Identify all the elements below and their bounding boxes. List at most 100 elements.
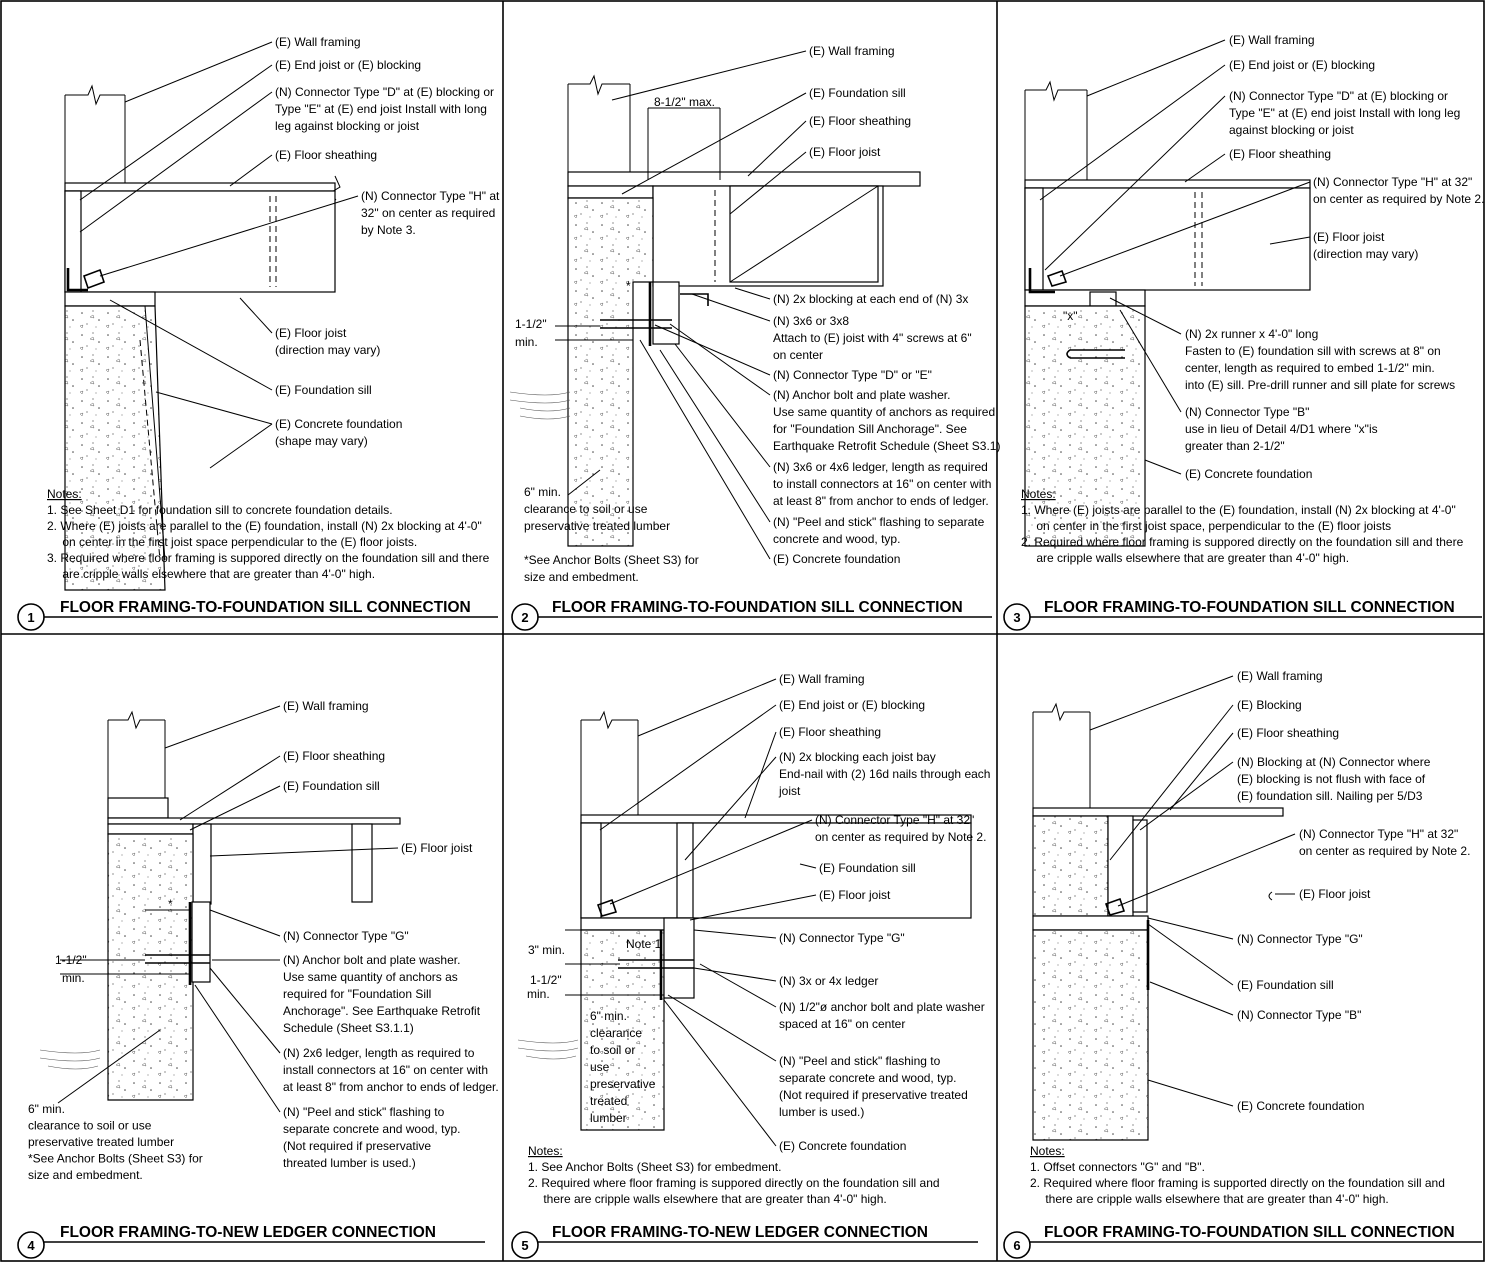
detail-4-leaders	[57, 705, 399, 1113]
text-line: clearance	[590, 1026, 642, 1040]
detail-3-notes: Notes:1. Where (E) joists are parallel t…	[1021, 487, 1464, 565]
text-line: on center as required by Note 2.	[1299, 844, 1470, 858]
callout-label: (E) Concrete foundation	[779, 1139, 906, 1153]
text-line: clearance to soil or use	[28, 1119, 152, 1133]
callout-label: (E) Floor joist	[1299, 887, 1371, 901]
callout-label: (N) 3x6 or 4x6 ledger, length as require…	[773, 460, 991, 508]
text-line: (E) blocking is not flush with face of	[1237, 772, 1426, 786]
text-line: (E) Floor sheathing	[275, 148, 377, 162]
text-line: on center in the first joist space perpe…	[47, 535, 417, 549]
text-line: (N) 3x6 or 3x8	[773, 314, 849, 328]
callout-label: (E) End joist or (E) blocking	[1229, 58, 1375, 72]
detail-4-side-notes: 6" min.clearance to soil or usepreservat…	[28, 1102, 203, 1182]
text-line: (E) Wall framing	[275, 35, 361, 49]
text-line: (E) Wall framing	[779, 672, 865, 686]
detail-5: Note 13" min.1-1/2"min. 6" min.clearance…	[511, 672, 990, 1259]
text-line: (E) End joist or (E) blocking	[779, 698, 925, 712]
text-line: are cripple walls elsewhere that are gre…	[1021, 551, 1349, 565]
detail-3-drawing	[1024, 80, 1311, 547]
text-line: 1. Offset connectors "G" and "B".	[1030, 1160, 1205, 1174]
text-line: on center as required by Note 2.	[815, 830, 986, 844]
text-line: (E) Blocking	[1237, 698, 1302, 712]
callout-label: (N) "Peel and stick" flashing to separat…	[773, 515, 985, 546]
callout-label: (E) End joist or (E) blocking	[779, 698, 925, 712]
text-line: against blocking or joist	[1229, 123, 1354, 137]
text-line: (E) Floor sheathing	[1237, 726, 1339, 740]
text-line: 2. Where (E) joists are parallel to the …	[47, 519, 482, 533]
text-line: Note 1	[626, 937, 662, 951]
text-line: (E) Floor sheathing	[283, 749, 385, 763]
notes-heading: Notes:	[1021, 487, 1056, 501]
text-line: 3. Required where floor framing is suppo…	[47, 551, 490, 565]
text-line: Type "E" at (E) end joist Install with l…	[1229, 106, 1460, 120]
callout-label: (E) Concrete foundation	[773, 552, 900, 566]
text-line: center, length as required to embed 1-1/…	[1185, 361, 1435, 375]
text-line: (E) Floor joist	[809, 145, 881, 159]
text-line: to soil or	[590, 1043, 635, 1057]
callout-label: (N) 3x or 4x ledger	[779, 974, 878, 988]
callout-label: (N) Connector Type "B"use in lieu of Det…	[1185, 405, 1378, 453]
text-line: separate concrete and wood, typ.	[283, 1122, 460, 1136]
text-line: clearance to soil or use	[524, 502, 648, 516]
text-line: into (E) sill. Pre-drill runner and sill…	[1185, 378, 1455, 392]
callout-label: (N) Connector Type "D" at (E) blocking o…	[275, 85, 494, 133]
text-line: (N) 2x6 ledger, length as required to	[283, 1046, 475, 1060]
callout-label: (N) 2x6 ledger, length as required toins…	[283, 1046, 499, 1094]
detail-title: FLOOR FRAMING-TO-FOUNDATION SILL CONNECT…	[1044, 599, 1455, 616]
detail-1-title-block: 1 FLOOR FRAMING-TO-FOUNDATION SILL CONNE…	[17, 599, 498, 631]
text-line: Type "E" at (E) end joist Install with l…	[275, 102, 487, 116]
text-line: joist	[778, 784, 801, 798]
detail-title: FLOOR FRAMING-TO-NEW LEDGER CONNECTION	[552, 1224, 928, 1241]
callout-label: (E) Floor joist	[819, 888, 891, 902]
callout-label: (E) Floor sheathing	[275, 148, 377, 162]
text-line: treated	[590, 1094, 627, 1108]
detail-number-bubble	[511, 1231, 539, 1259]
text-line: size and embedment.	[28, 1168, 143, 1182]
detail-1-notes: Notes:1. See Sheet D1 for foundation sil…	[47, 487, 490, 581]
callout-label: (N) 2x blocking at each end of (N) 3x	[773, 292, 968, 306]
text-line: concrete and wood, typ.	[773, 532, 900, 546]
callout-label: (E) Foundation sill	[275, 383, 372, 397]
detail-1-leaders	[79, 41, 359, 469]
text-line: Schedule (Sheet S3.1.1)	[283, 1021, 414, 1035]
detail-2-leaders	[555, 50, 807, 560]
text-line: Use same quantity of anchors as	[283, 970, 458, 984]
text-line: (N) Anchor bolt and plate washer.	[283, 953, 460, 967]
text-line: 2. Required where floor framing is suppo…	[1030, 1176, 1445, 1190]
text-line: (E) Floor sheathing	[779, 725, 881, 739]
text-line: size and embedment.	[524, 570, 639, 584]
detail-4-dimensions: *1-1/2"min.	[55, 897, 173, 985]
text-line: (E) Floor sheathing	[809, 114, 911, 128]
detail-2-side-notes: 6" min.clearance to soil or usepreservat…	[524, 485, 699, 584]
text-line: 1-1/2"	[55, 953, 87, 967]
text-line: (N) 3x or 4x ledger	[779, 974, 878, 988]
text-line: (E) Floor joist	[275, 326, 347, 340]
text-line: (N) Connector Type "H" at	[361, 189, 500, 203]
detail-2-title-block: 2 FLOOR FRAMING-TO-FOUNDATION SILL CONNE…	[511, 599, 992, 631]
text-line: for "Foundation Sill Anchorage". See	[773, 422, 967, 436]
callout-label: (E) Wall framing	[1237, 669, 1323, 683]
callout-label: (E) Wall framing	[275, 35, 361, 49]
text-line: 1-1/2"	[530, 973, 562, 987]
detail-title: FLOOR FRAMING-TO-FOUNDATION SILL CONNECT…	[552, 599, 963, 616]
text-line: (E) End joist or (E) blocking	[1229, 58, 1375, 72]
text-line: min.	[515, 335, 538, 349]
text-line: to install connectors at 16" on center w…	[773, 477, 991, 491]
text-line: (N) 3x6 or 4x6 ledger, length as require…	[773, 460, 988, 474]
detail-1: (E) Wall framing(E) End joist or (E) blo…	[17, 35, 500, 631]
text-line: *	[168, 897, 173, 911]
text-line: (Not required if preservative	[283, 1139, 431, 1153]
text-line: 6" min.	[524, 485, 561, 499]
text-line: (N) "Peel and stick" flashing to	[283, 1105, 445, 1119]
text-line: (direction may vary)	[275, 343, 380, 357]
text-line: (E) Foundation sill	[809, 86, 906, 100]
text-line: "x"	[1063, 309, 1078, 323]
text-line: spaced at 16" on center	[779, 1017, 905, 1031]
text-line: *See Anchor Bolts (Sheet S3) for	[28, 1152, 203, 1166]
text-line: required for "Foundation Sill	[283, 987, 431, 1001]
text-line: greater than 2-1/2"	[1185, 439, 1285, 453]
